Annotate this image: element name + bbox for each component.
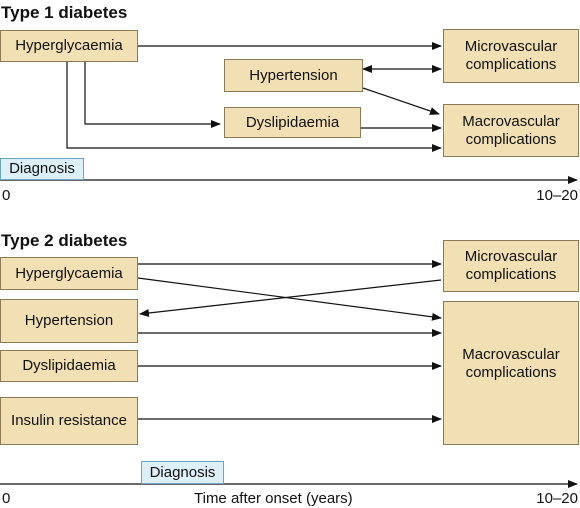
t2-macrovascular-box: Macrovascular complications xyxy=(443,301,579,445)
t1-axis-end: 10–20 xyxy=(536,187,578,204)
t2-microvascular-to-hypertension-arrow xyxy=(139,279,442,317)
t1-hyperglycaemia-to-macrovascular-arrow xyxy=(66,62,442,152)
t2-dyslipidaemia-box: Dyslipidaemia xyxy=(0,350,138,382)
t2-hyperglycaemia-box: Hyperglycaemia xyxy=(0,257,138,290)
t1-axis-start: 0 xyxy=(2,187,11,204)
t2-hypertension-box: Hypertension xyxy=(0,299,138,343)
t2-hyperglycaemia-to-macrovascular-arrow xyxy=(137,277,442,321)
t2-axis-end: 10–20 xyxy=(536,490,578,507)
t1-hyperglycaemia-to-dyslipidaemia-arrow xyxy=(84,62,221,128)
type2-title: Type 2 diabetes xyxy=(1,231,128,250)
t1-hyperglycaemia-box: Hyperglycaemia xyxy=(0,30,138,62)
t1-dyslipidaemia-box: Dyslipidaemia xyxy=(224,107,361,138)
t1-hypertension-to-macrovascular-arrow xyxy=(362,87,440,115)
t2-axis-start: 0 xyxy=(2,490,11,507)
t1-diagnosis-label: Diagnosis xyxy=(0,158,84,180)
type1-title: Type 1 diabetes xyxy=(1,3,128,22)
t1-macrovascular-box: Macrovascular complications xyxy=(443,104,579,157)
t2-axis-label: Time after onset (years) xyxy=(194,490,353,507)
t1-microvascular-box: Microvascular complications xyxy=(443,29,579,83)
t2-diagnosis-label: Diagnosis xyxy=(141,461,224,484)
t1-hypertension-box: Hypertension xyxy=(224,59,363,92)
t2-insulin-resistance-box: Insulin resistance xyxy=(0,397,138,445)
t2-microvascular-box: Microvascular complications xyxy=(443,240,579,292)
